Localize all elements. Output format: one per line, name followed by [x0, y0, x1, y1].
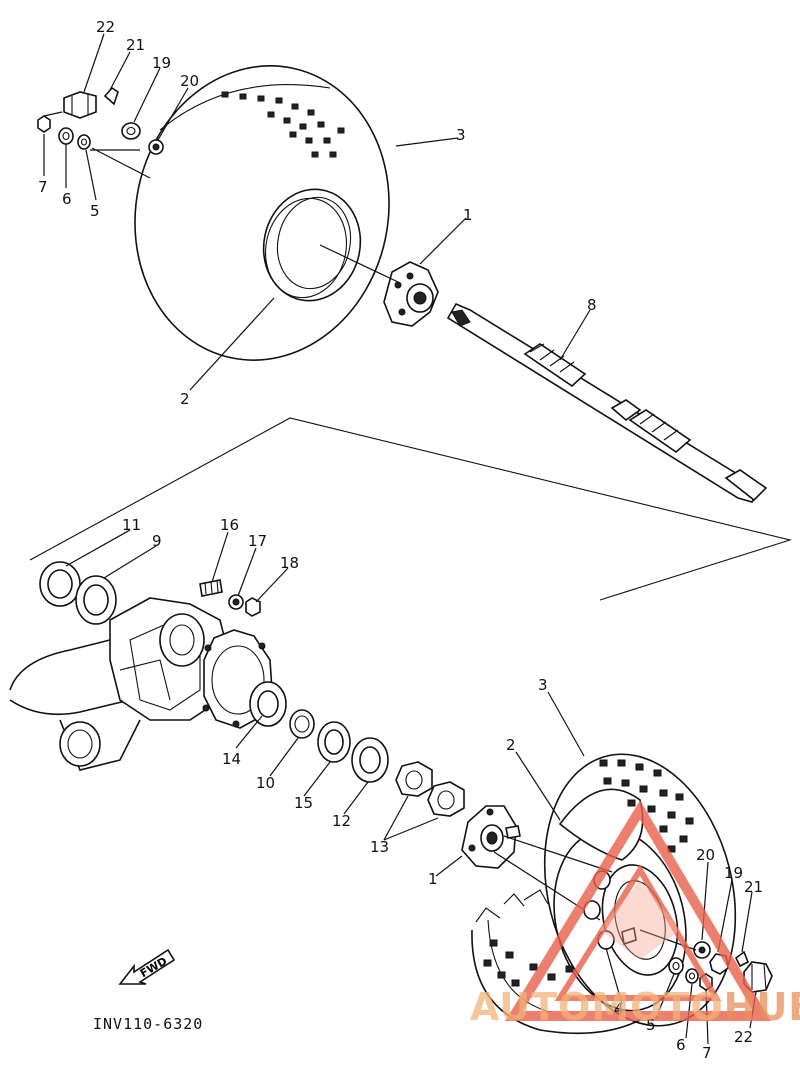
- label-mid-14: 14: [222, 750, 242, 768]
- label-mid-16: 16: [220, 516, 240, 534]
- leader-lines: [43, 33, 757, 1045]
- label-top-5: 5: [90, 202, 100, 220]
- label-bot-1: 1: [428, 870, 438, 888]
- label-bot-7: 7: [702, 1044, 712, 1062]
- label-mid-17: 17: [248, 532, 268, 550]
- label-bot-22: 22: [734, 1028, 754, 1046]
- watermark-text: AUTOMOTOHUB: [470, 985, 800, 1029]
- axle-shaft: [446, 302, 768, 503]
- watermark-part1: AUTOMOTO: [470, 985, 724, 1029]
- label-top-3: 3: [456, 126, 466, 144]
- label-top-21: 21: [126, 36, 146, 54]
- label-top-2: 2: [180, 390, 190, 408]
- label-bot-19: 19: [724, 864, 744, 882]
- fwd-label: FWD: [138, 955, 169, 981]
- label-bot-21: 21: [744, 878, 764, 896]
- label-mid-15: 15: [294, 794, 314, 812]
- label-bot-3: 3: [538, 676, 548, 694]
- top-hardware: [37, 86, 164, 179]
- watermark-part2: HUB: [723, 985, 800, 1029]
- top-hub: [319, 244, 439, 327]
- bottom-hub: [461, 805, 613, 921]
- bottom-hardware: [583, 870, 773, 993]
- label-bot-4: 4: [614, 1000, 624, 1018]
- diagram-code: INV110-6320: [93, 1015, 204, 1033]
- label-top-1: 1: [463, 206, 473, 224]
- middle-bearings: [39, 561, 261, 625]
- fwd-arrow-icon: FWD: [118, 948, 176, 985]
- label-mid-11: 11: [122, 516, 142, 534]
- label-mid-9: 9: [152, 532, 162, 550]
- label-bot-20: 20: [696, 846, 716, 864]
- top-tire: [134, 65, 390, 361]
- label-mid-18: 18: [280, 554, 300, 572]
- label-bot-2: 2: [506, 736, 516, 754]
- axle-housing: [9, 597, 287, 771]
- label-top-19: 19: [152, 54, 172, 72]
- label-bot-6: 6: [676, 1036, 686, 1054]
- middle-spacers: [289, 709, 465, 817]
- label-mid-10: 10: [256, 774, 276, 792]
- label-top-20: 20: [180, 72, 200, 90]
- assembly-frame: [29, 417, 793, 601]
- label-bot-5: 5: [646, 1016, 656, 1034]
- label-top-6: 6: [62, 190, 72, 208]
- label-top-7: 7: [38, 178, 48, 196]
- bottom-tire: [471, 753, 737, 1035]
- watermark-logo: [505, 800, 771, 1021]
- label-mid-12: 12: [332, 812, 352, 830]
- label-top-8: 8: [587, 296, 597, 314]
- label-mid-13: 13: [370, 838, 390, 856]
- label-top-22: 22: [96, 18, 116, 36]
